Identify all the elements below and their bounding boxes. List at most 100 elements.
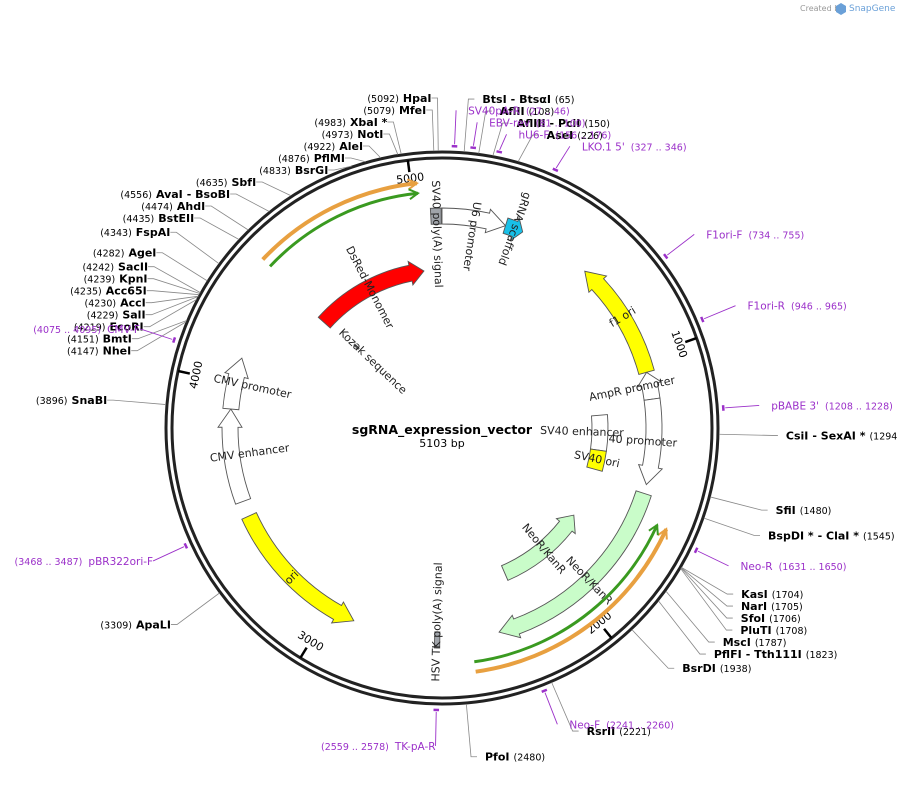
primer-hu6-f[interactable]: hU6-F(156 .. 176) [496, 129, 612, 154]
primer-pbr322ori-f[interactable]: (3468 .. 3487)pBR322ori-F [15, 542, 189, 568]
feature-cmv-enhancer[interactable]: CMV enhancer [209, 408, 291, 505]
site-snabi[interactable]: (3896)SnaBI [36, 394, 167, 407]
feature-arrow[interactable] [433, 631, 441, 649]
site-name: ApaLI [136, 619, 171, 632]
plasmid-backbone [164, 150, 720, 706]
feature-arrow[interactable] [636, 371, 663, 401]
site-sali[interactable]: (4229)SalI [87, 296, 199, 322]
site-kasi[interactable]: KasI(1704) [681, 567, 803, 601]
site-mfei[interactable]: (5079)MfeI [363, 104, 435, 152]
site-bsrdi[interactable]: BsrDI(1938) [631, 629, 752, 676]
site-nhei[interactable]: (4147)NheI [67, 321, 187, 358]
primer-sv40pa-r[interactable]: SV40pA-R(27 .. 46) [451, 105, 570, 148]
primer-neo-r[interactable]: Neo-R(1631 .. 1650) [693, 547, 847, 573]
primer-f1ori-f[interactable]: F1ori-F(734 .. 755) [662, 229, 804, 260]
primer-name: TK-pA-R [394, 741, 436, 753]
primer-lko-1-5[interactable]: LKO.1 5'(327 .. 346) [552, 141, 687, 173]
primer-ebv-rev[interactable]: EBV-rev(81 .. 100) [470, 117, 586, 150]
scale-tick [299, 646, 308, 659]
site-alei[interactable]: (4922)AleI [304, 140, 382, 159]
feature-hsv-tk-poly-a-signal[interactable]: HSV TK poly(A) signal [429, 562, 445, 681]
primer-neo-f[interactable]: Neo-F(2241 .. 2260) [541, 688, 674, 732]
feature-arrow[interactable] [586, 448, 607, 472]
feature-f1-ori[interactable]: f1 ori [584, 270, 655, 375]
feature-grna-scaffold[interactable]: gRNA scaffold [495, 191, 533, 268]
site-afliii[interactable]: AflIII- PciI(150) [492, 117, 610, 156]
site-xbai[interactable]: (4983)XbaI * [314, 116, 402, 155]
feature-kozak-sequence[interactable]: Kozak sequence [336, 326, 409, 397]
feature-arrow[interactable] [498, 490, 652, 639]
primer-pbabe-3[interactable]: pBABE 3'(1208 .. 1228) [721, 400, 893, 412]
feature-neor-kanr[interactable]: NeoR/KanR [500, 514, 576, 581]
site-pos-label: (3896) [36, 396, 68, 407]
site-leader-line [387, 121, 402, 155]
feature-arrow[interactable] [637, 397, 664, 486]
feature-sv40-enhancer[interactable]: SV40 enhancer [540, 414, 625, 452]
feature-arrow[interactable] [353, 343, 360, 350]
primer-leader-line [435, 711, 437, 746]
site-bmti[interactable]: (4151)BmtI [67, 320, 187, 346]
site-pos-label: (2480) [514, 753, 546, 764]
site-agei[interactable]: (4282)AgeI [93, 247, 208, 282]
primer-binding-mark [662, 253, 669, 260]
site-btsi[interactable]: BtsI- BtsαI(65) [463, 93, 574, 152]
site-pflmi[interactable]: (4876)PflMI [278, 152, 366, 165]
feature-arrow[interactable] [441, 207, 507, 234]
feature-arrow[interactable] [429, 207, 442, 225]
site-aflii[interactable]: AflII(108) [478, 105, 554, 154]
site-leader-line [194, 217, 240, 240]
site-ecori[interactable]: (4219)EcoRI [74, 299, 197, 334]
site-acci[interactable]: (4230)AccI [85, 295, 199, 310]
primer-cmv-f[interactable]: (4075 .. 4095)CMV-F [33, 324, 177, 344]
site-acc65i[interactable]: (4235)Acc65I [70, 285, 200, 298]
feature-sv40-poly-a-signal[interactable]: SV40 poly(A) signal [429, 180, 445, 288]
feature-u6-promoter[interactable]: U6 promoter [441, 201, 507, 272]
feature-arrow[interactable] [241, 511, 355, 624]
feature-dsred-monomer[interactable]: DsRed-Monomer [317, 244, 425, 331]
site-pfoi[interactable]: PfoI(2480) [465, 703, 546, 764]
site-pflfi[interactable]: PflFI- Tth111I(1823) [658, 600, 837, 661]
site-avai[interactable]: (4556)AvaI- BsoBI [120, 188, 270, 212]
feature-arrow[interactable] [584, 270, 655, 375]
site-bsteii[interactable]: (4435)BstEII [123, 212, 240, 240]
feature-sv40-ori[interactable]: SV40 ori [573, 448, 621, 472]
feature-arrow[interactable] [217, 408, 252, 505]
site-apali[interactable]: (3309)ApaLI [100, 592, 220, 632]
site-label: AseI(226) [547, 129, 603, 142]
feature-arrow[interactable] [500, 514, 576, 581]
feature-arrow[interactable] [317, 260, 425, 329]
site-bspdi[interactable]: BspDI *- ClaI *(1545) [703, 517, 895, 542]
site-asei[interactable]: AseI(226) [517, 129, 603, 162]
site-csii[interactable]: CsiI- SexAI *(1294) [718, 429, 897, 442]
site-rsrii[interactable]: RsrII(2221) [551, 682, 651, 738]
site-pos-label: (1787) [755, 638, 787, 649]
feature-arrow[interactable] [502, 216, 524, 242]
site-fspai[interactable]: (4343)FspAI [100, 226, 220, 265]
site-ahdi[interactable]: (4474)AhdI [141, 200, 249, 231]
site-bsrgi[interactable]: (4833)BsrGI [259, 164, 352, 177]
site-sfii[interactable]: SfiI(1480) [710, 496, 831, 517]
site-nari[interactable]: NarI(1705) [680, 567, 803, 613]
site-name: NheI [103, 345, 132, 358]
primer-tk-pa-r[interactable]: (2559 .. 2578)TK-pA-R [321, 708, 440, 753]
site-msci[interactable]: MscI(1787) [665, 590, 787, 649]
site-name: BmtI [103, 333, 132, 346]
primer-range: (81 .. 100) [536, 118, 586, 129]
primer-f1ori-r[interactable]: F1ori-R(946 .. 965) [700, 301, 847, 323]
feature-sv40-promoter[interactable]: SV40 promoter [594, 397, 678, 486]
site-hpai[interactable]: (5092)HpaI [367, 92, 439, 152]
primer-range: (1631 .. 1650) [779, 562, 847, 573]
site-extra: - BtsαI [511, 93, 551, 106]
site-noti[interactable]: (4973)NotI [322, 128, 399, 155]
site-leader-line [680, 567, 733, 607]
feature-cmv-promoter[interactable]: CMV promoter [212, 357, 293, 411]
site-sacii[interactable]: (4242)SacII [82, 261, 201, 293]
site-pos-label: (4474) [141, 202, 173, 213]
site-pluti[interactable]: PluTI(1708) [680, 568, 808, 637]
site-kpni[interactable]: (4239)KpnI [84, 273, 200, 294]
feature-ori[interactable]: ori [241, 511, 355, 624]
feature-arrow[interactable] [222, 357, 249, 411]
site-sbfi[interactable]: (4635)SbfI [196, 176, 292, 197]
site-sfoi[interactable]: SfoI(1706) [680, 567, 801, 625]
feature-ampr-promoter[interactable]: AmpR promoter [588, 371, 677, 404]
